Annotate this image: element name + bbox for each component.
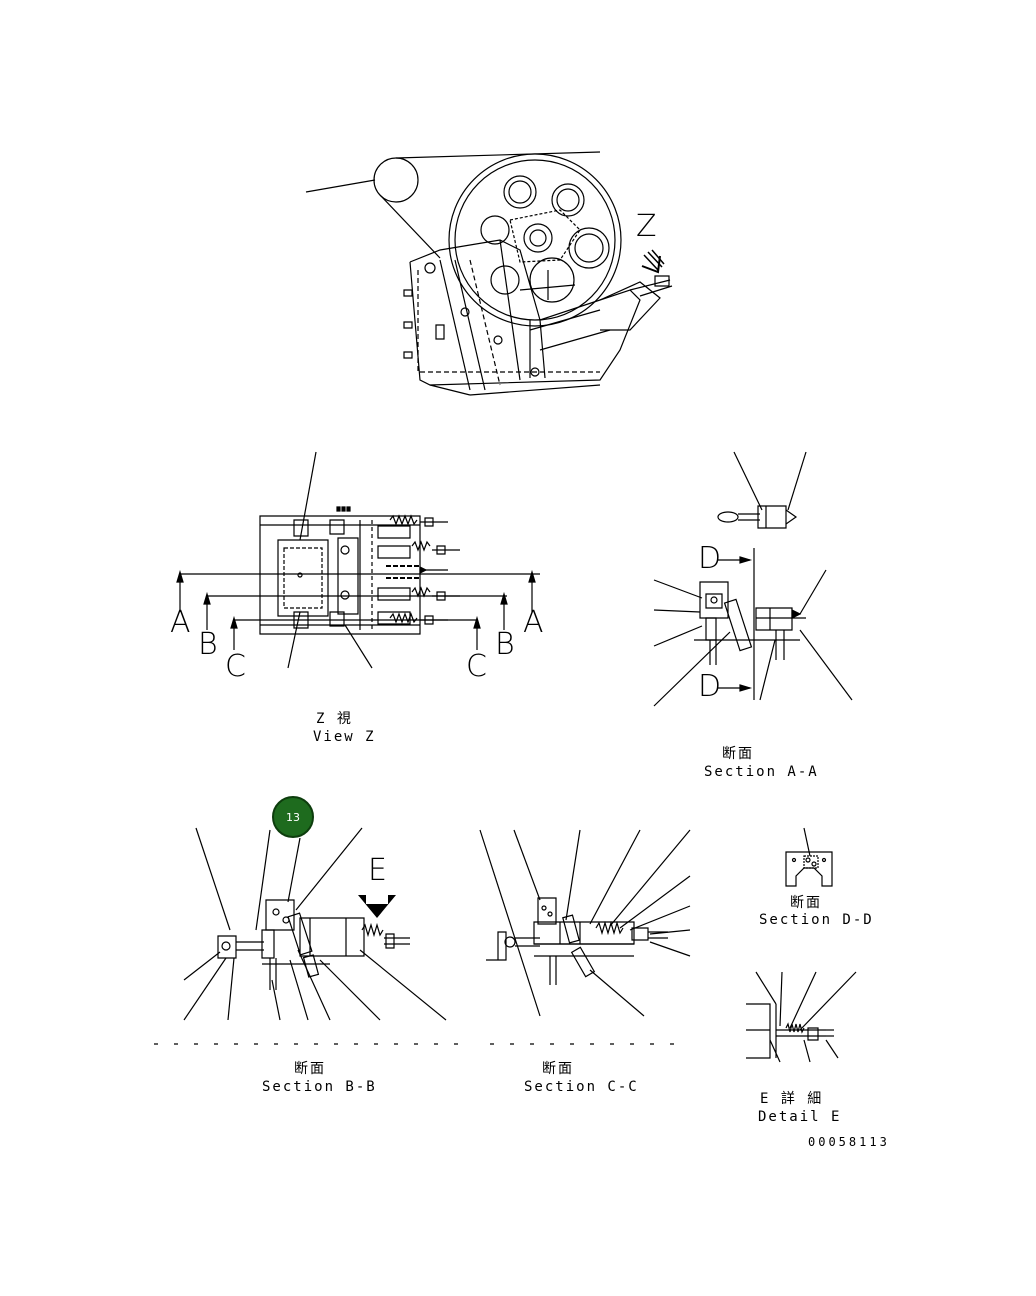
- section-mark-b-right: B: [495, 627, 515, 662]
- section-mark-d-top: D: [698, 541, 722, 576]
- section-mark-d-bottom: D: [698, 669, 722, 704]
- section-cc-caption-jp: 断面: [542, 1061, 574, 1077]
- section-mark-b-left: B: [198, 627, 218, 662]
- section-bb-caption-jp: 断面: [294, 1061, 326, 1077]
- section-mark-c-left: C: [225, 649, 246, 684]
- section-cc-caption: Section C-C: [524, 1079, 639, 1095]
- view-z: [176, 452, 540, 668]
- view-z-caption-jp: Z 視: [316, 711, 353, 727]
- section-dd-caption: Section D-D: [759, 912, 874, 928]
- section-bb-caption: Section B-B: [262, 1079, 377, 1095]
- view-z-caption: View Z: [313, 729, 376, 745]
- detail-e-mark: E: [368, 853, 387, 888]
- section-aa-drawing: [654, 452, 852, 706]
- section-bb-drawing: [154, 828, 470, 1044]
- section-cc-drawing: [480, 830, 690, 1044]
- section-dd-drawing: [786, 828, 832, 886]
- section-aa-caption-jp: 断面: [722, 746, 754, 762]
- detail-e-drawing: [746, 972, 856, 1062]
- section-mark-a-right: A: [523, 605, 544, 640]
- view-z-mark: Z: [636, 209, 657, 244]
- section-mark-a-left: A: [170, 605, 191, 640]
- drawing-number: 00058113: [808, 1135, 890, 1149]
- detail-e-caption-jp: E 詳 細: [760, 1091, 824, 1107]
- overall-view: [306, 152, 672, 395]
- section-dd-caption-jp: 断面: [790, 895, 822, 911]
- detail-e-caption: Detail E: [758, 1109, 842, 1125]
- section-mark-c-right: C: [466, 649, 487, 684]
- part-callout-13[interactable]: 13: [272, 796, 314, 838]
- section-aa-caption: Section A-A: [704, 764, 819, 780]
